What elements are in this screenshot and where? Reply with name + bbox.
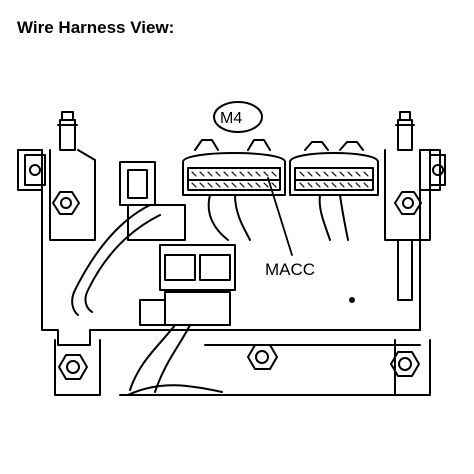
connector-id-label: M4 bbox=[220, 110, 243, 127]
bolt-left-lower bbox=[59, 355, 87, 379]
relay-blocks bbox=[120, 162, 235, 325]
connector-m4 bbox=[183, 140, 285, 195]
bolt-center-lower bbox=[248, 345, 277, 369]
bolt-right-lower bbox=[391, 352, 419, 376]
right-mounting-bracket bbox=[385, 112, 445, 240]
left-mounting-bracket bbox=[25, 112, 95, 240]
wire-harness-bundles bbox=[72, 195, 348, 395]
connector-id-callout-circle bbox=[214, 102, 262, 132]
page-title: Wire Harness View: bbox=[17, 18, 175, 37]
bolt-left-upper bbox=[53, 192, 79, 214]
right-panel-detail bbox=[330, 240, 420, 330]
bolt-right-upper bbox=[395, 192, 421, 214]
terminal-leader-line bbox=[268, 178, 292, 255]
connector-adjacent bbox=[290, 142, 378, 195]
terminal-label: MACC bbox=[265, 260, 316, 279]
